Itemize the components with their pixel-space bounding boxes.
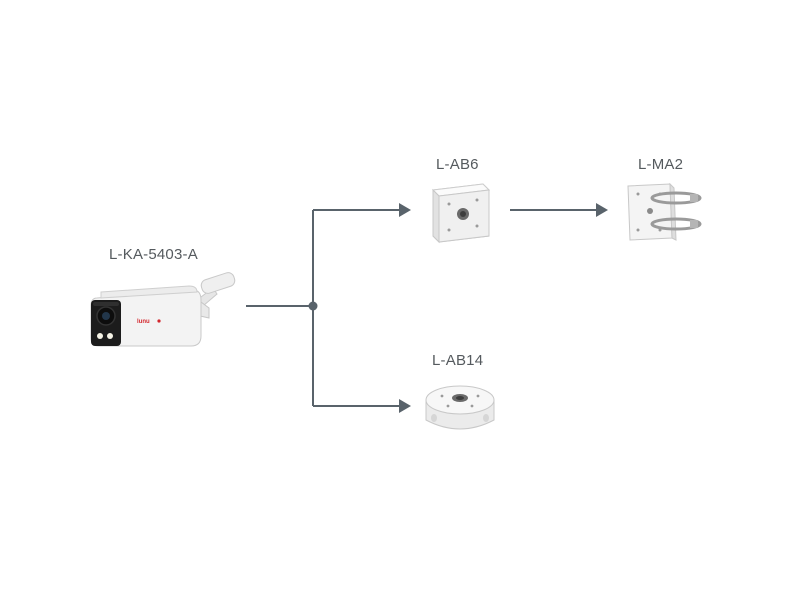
pole-mount-adapter-icon: [627, 182, 702, 241]
ab6-label: L-AB6: [436, 156, 479, 173]
arrowhead-ma2: [596, 203, 608, 217]
round-junction-box-icon: [425, 385, 495, 430]
arrowhead-ab6: [399, 203, 411, 217]
svg-text:lunu: lunu: [137, 319, 150, 325]
square-junction-box-icon: [431, 183, 491, 244]
junction-dot: [308, 301, 318, 311]
ab14-label: L-AB14: [432, 352, 484, 369]
camera-label: L-KA-5403-A: [109, 246, 198, 263]
ma2-label: L-MA2: [638, 156, 684, 173]
arrowhead-ab14: [399, 399, 411, 413]
bullet-camera-icon: lunu: [90, 272, 236, 347]
